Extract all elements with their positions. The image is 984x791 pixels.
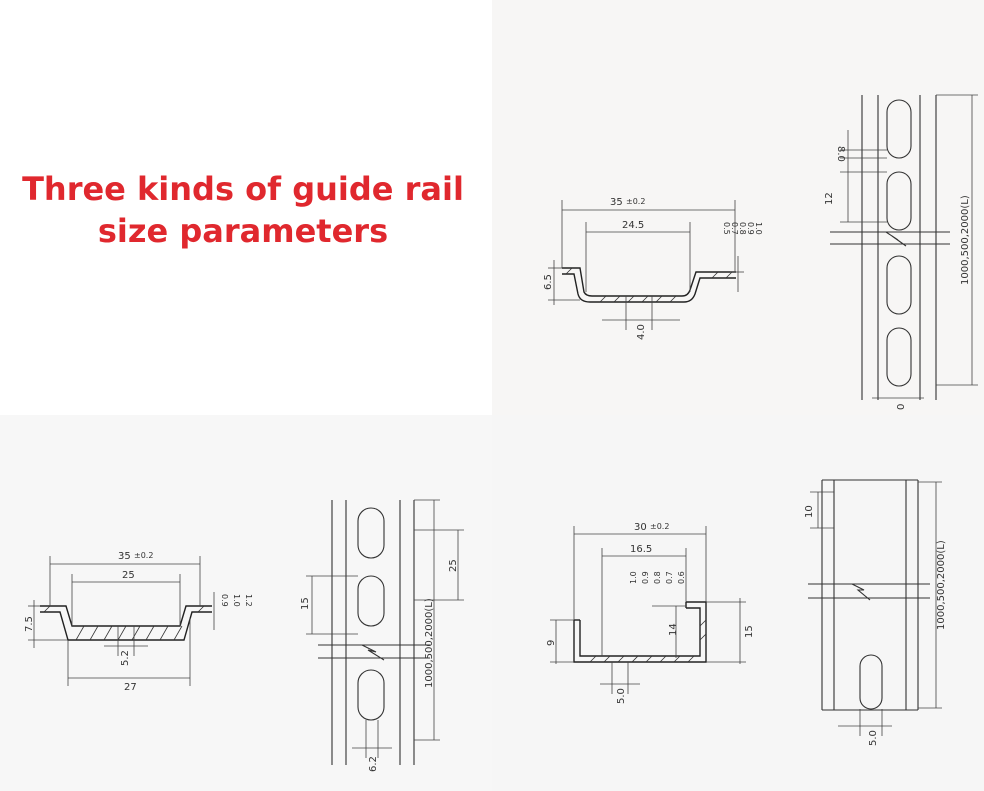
rail-a-front-view: [830, 94, 978, 400]
rail-b-width-tol: ±0.2: [134, 551, 153, 560]
rail-b-panel: [0, 415, 492, 791]
rail-c-thickness-list: 1.0 0.9 0.8 0.7 0.6: [629, 571, 686, 584]
rail-a-inner-label: 24.5: [622, 220, 644, 231]
title-line-2: size parameters: [97, 212, 389, 250]
rail-c-inner-label: 16.5: [630, 544, 652, 555]
svg-text:0.7: 0.7: [665, 571, 674, 584]
title-panel: [0, 0, 492, 415]
svg-text:0.8: 0.8: [653, 571, 662, 584]
svg-text:1.2: 1.2: [244, 594, 253, 607]
rail-b-pitch-slot-label: 25: [448, 559, 459, 572]
rail-a-pitch-label: 12: [824, 192, 835, 205]
rail-c-width-tol: ±0.2: [650, 522, 669, 531]
rail-a-slot-label: 4.0: [636, 324, 647, 340]
rail-c-profile: [550, 526, 746, 694]
svg-text:1.0: 1.0: [754, 222, 763, 235]
rail-c-pitch-label: 10: [804, 505, 815, 518]
svg-text:0.8: 0.8: [738, 222, 747, 235]
rail-b-height-label: 7.5: [24, 616, 35, 632]
rail-c-height-label: 9: [546, 640, 557, 646]
rail-c-lip-label: 14: [668, 623, 679, 636]
svg-text:0.6: 0.6: [677, 571, 686, 584]
title-line-1: Three kinds of guide rail: [22, 170, 464, 208]
rail-c-hole-label: 5.0: [868, 730, 879, 746]
rail-b-base-label: 27: [124, 682, 137, 693]
svg-text:0.9: 0.9: [746, 222, 755, 235]
rail-b-thickness-list: 0.9 1.0 1.2: [220, 594, 253, 607]
rail-c-depth-label: 15: [744, 625, 755, 638]
rail-b-width-label: 35: [118, 551, 131, 562]
svg-text:0.9: 0.9: [641, 571, 650, 584]
rail-a-hole-label: 0: [896, 404, 907, 410]
rail-a-length-label: 1000,500,2000(L): [960, 195, 971, 285]
rail-b-pitch-label: 15: [300, 597, 311, 610]
rail-b-profile: [28, 556, 215, 686]
rail-a-profile: [548, 200, 744, 330]
rail-b-slot-label: 5.2: [120, 650, 131, 666]
rail-b-hole-label: 6.2: [368, 756, 379, 772]
rail-a-width-label: 35: [610, 197, 623, 208]
rail-a-width-tol: ±0.2: [626, 197, 645, 206]
rail-c-length-label: 1000,500,2000(L): [936, 540, 947, 630]
rail-a-thickness-list: 0.5 0.7 0.8 0.9 1.0: [722, 222, 763, 235]
rail-a-panel: [492, 0, 984, 415]
rail-a-height-label: 6.5: [543, 274, 554, 290]
rail-c-front-view: [808, 479, 942, 736]
svg-text:0.7: 0.7: [730, 222, 739, 235]
rail-c-width-label: 30: [634, 522, 647, 533]
rail-b-inner-label: 25: [122, 570, 135, 581]
svg-text:0.9: 0.9: [220, 594, 229, 607]
rail-c-slot-label: 5.0: [616, 688, 627, 704]
rail-b-length-label: 1000,500,2000(L): [424, 598, 435, 688]
svg-text:1.0: 1.0: [629, 571, 638, 584]
svg-text:0.5: 0.5: [722, 222, 731, 235]
svg-text:1.0: 1.0: [232, 594, 241, 607]
page-title: Three kinds of guide rail size parameter…: [8, 168, 478, 252]
rail-a-pitch-slot-label: 8.0: [835, 146, 846, 162]
rail-b-front-view: [306, 499, 464, 765]
